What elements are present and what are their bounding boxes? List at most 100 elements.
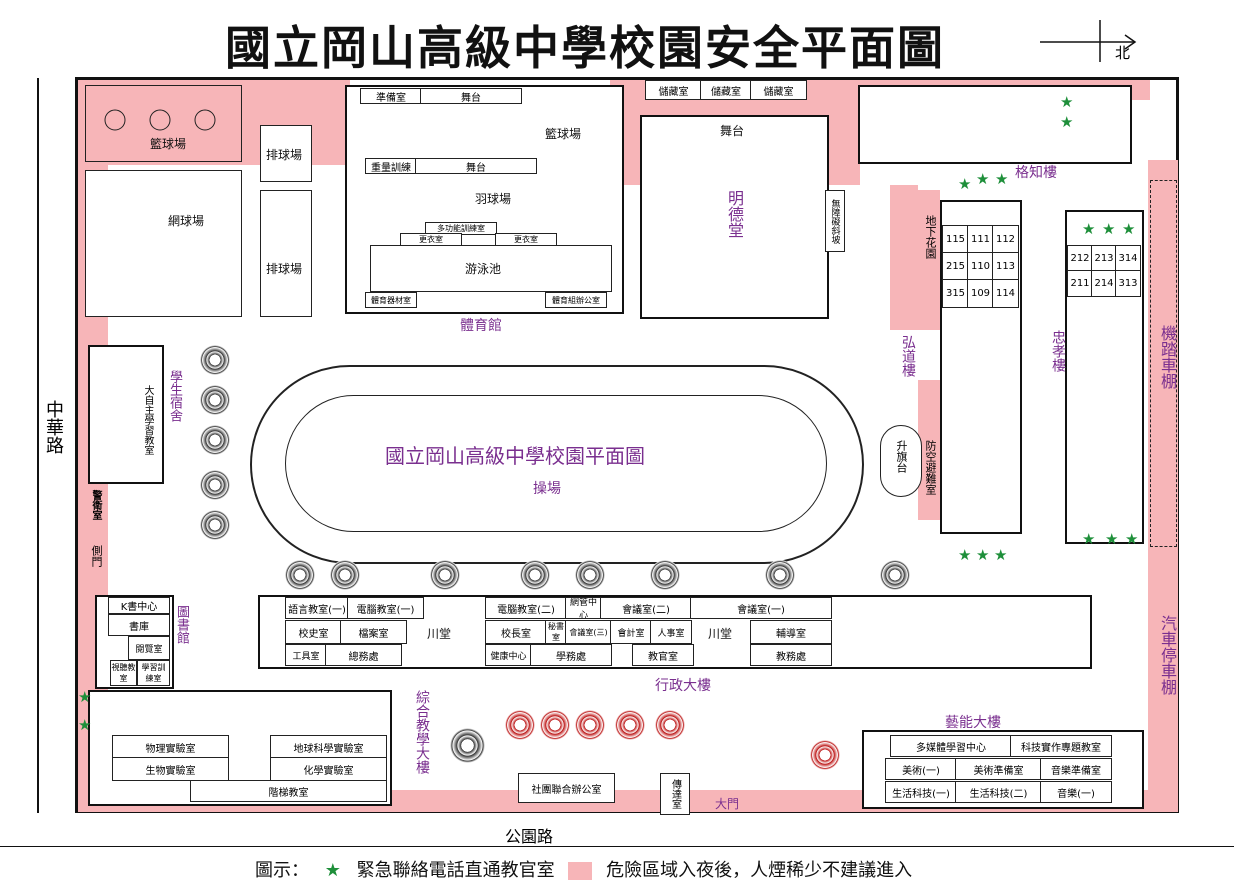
volleyball-court	[260, 190, 312, 317]
room: 視聽教室	[110, 660, 137, 686]
star-icon: ★	[78, 716, 92, 734]
tree-icon	[540, 710, 570, 740]
room: 儲藏室	[750, 80, 807, 100]
classroom: 111	[967, 225, 994, 254]
room: 傳達室	[660, 773, 690, 815]
hall-label: 川堂	[708, 627, 733, 641]
room: 體育組辦公室	[545, 292, 607, 308]
classroom: 109	[967, 279, 994, 308]
classroom: 314	[1115, 245, 1141, 272]
room: 美術準備室	[955, 758, 1042, 780]
tree-icon	[520, 560, 550, 590]
danger-zone	[918, 380, 940, 520]
tree-icon	[200, 385, 230, 415]
star-icon: ★	[995, 170, 1009, 188]
bike-shed	[1150, 180, 1177, 547]
room: 學務處	[530, 644, 612, 666]
tree-icon	[430, 560, 460, 590]
room: 書庫	[108, 614, 170, 636]
main-gate-label: 大門	[715, 797, 740, 811]
room: 電腦教室(一)	[347, 597, 424, 619]
dorm-rooms-label: 大自主學習教室	[142, 385, 153, 455]
classroom: 115	[942, 225, 969, 254]
danger-zone	[310, 80, 350, 165]
room: 生活科技(一)	[885, 781, 957, 803]
star-icon: ★	[994, 546, 1008, 564]
ramp: 無障礙斜坡	[825, 190, 845, 252]
tree-icon	[650, 560, 680, 590]
classroom: 215	[942, 252, 969, 281]
room: 化學實驗室	[270, 757, 387, 781]
room: 舞台	[420, 88, 522, 104]
room: 網管中心	[565, 597, 602, 619]
bike-shed-label: 機踏車棚	[1158, 325, 1177, 389]
room: 輔導室	[750, 620, 832, 644]
track-outer	[250, 365, 864, 564]
north-arrow-icon	[1040, 20, 1137, 62]
classroom: 114	[992, 279, 1019, 308]
room: 閱覽室	[128, 636, 170, 660]
danger-zone	[918, 190, 940, 330]
classroom: 213	[1091, 245, 1117, 272]
admin-label: 行政大樓	[655, 678, 711, 694]
tree-icon	[450, 728, 485, 763]
arts-label: 藝能大樓	[945, 715, 1001, 731]
garden-label: 地下花園	[924, 215, 937, 259]
room: 體育器材室	[365, 292, 417, 308]
star-icon: ★	[324, 860, 341, 881]
tree-icon	[505, 710, 535, 740]
dorm-building	[88, 345, 164, 484]
classroom: 211	[1067, 270, 1093, 297]
guard-label: 警衛室	[90, 490, 101, 520]
track-title: 國立岡山高級中學校園平面圖	[385, 444, 645, 468]
car-shed-label: 汽車停車棚	[1158, 615, 1177, 695]
classroom: 110	[967, 252, 994, 281]
room: 校史室	[285, 620, 342, 644]
room: 重量訓練	[365, 158, 417, 174]
room: 準備室	[360, 88, 422, 104]
room: 科技實作專題教室	[1010, 735, 1112, 757]
room: 會議室(二)	[600, 597, 692, 619]
stage-label: 舞台	[720, 124, 745, 138]
tree-icon	[655, 710, 685, 740]
room: 教務處	[750, 644, 832, 666]
star-icon: ★	[1082, 530, 1096, 548]
classroom: 113	[992, 252, 1019, 281]
mingde-hall	[640, 115, 829, 319]
room: 會議室(三)	[565, 620, 612, 644]
tree-icon	[810, 740, 840, 770]
gezhi-label: 格知樓	[1015, 165, 1057, 181]
tree-icon	[200, 510, 230, 540]
court-label: 籃球場	[150, 137, 187, 151]
star-icon: ★	[78, 688, 92, 706]
tree-icon	[575, 560, 605, 590]
tree-icon	[200, 425, 230, 455]
gezhi-building	[858, 85, 1132, 164]
gym-badminton-label: 羽球場	[475, 192, 512, 206]
pool-label: 游泳池	[465, 262, 502, 276]
classroom: 315	[942, 279, 969, 308]
hall-label: 川堂	[427, 627, 452, 641]
room: 音樂準備室	[1040, 758, 1112, 780]
tree-icon	[765, 560, 795, 590]
tree-icon	[285, 560, 315, 590]
classroom: 214	[1091, 270, 1117, 297]
star-icon: ★	[1105, 530, 1119, 548]
room: 美術(一)	[885, 758, 957, 780]
dorm-label: 學生宿舍	[167, 370, 182, 422]
mingde-label: 明德堂	[725, 190, 744, 238]
tree-icon	[575, 710, 605, 740]
room: 舞台	[415, 158, 537, 174]
divider	[0, 846, 1234, 847]
flag-label: 升旗台	[895, 440, 908, 473]
room: 學習訓練室	[137, 660, 170, 686]
classroom: 313	[1115, 270, 1141, 297]
side-gate-label: 側門	[90, 545, 103, 567]
road-line	[37, 78, 39, 813]
court-label: 排球場	[266, 262, 303, 276]
court-hoops-icon	[104, 109, 216, 131]
danger-zone	[85, 488, 103, 533]
zhongxiao-label: 忠孝樓	[1050, 330, 1066, 372]
north-label: 北	[1115, 44, 1131, 62]
tree-icon	[880, 560, 910, 590]
